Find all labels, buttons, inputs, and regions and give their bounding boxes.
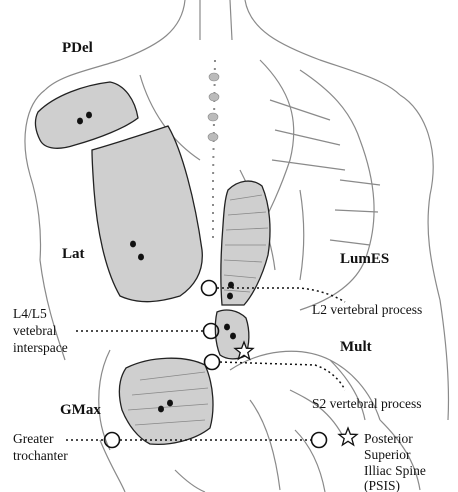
- lumes-label: LumES: [340, 251, 389, 267]
- star-icon: [339, 428, 357, 445]
- spinous-processes: [208, 73, 219, 141]
- greater-trochanter-label-line-1: Greater: [13, 431, 54, 446]
- l2-label: L2 vertebral process: [312, 302, 422, 317]
- l2-landmark-circle: [202, 281, 217, 296]
- greater-trochanter-label-line-2: trochanter: [13, 448, 68, 463]
- pdel-electrode: [77, 118, 83, 125]
- gmax-label: GMax: [60, 402, 101, 418]
- latissimus-dorsi-shape: [92, 126, 202, 302]
- psis-label-line-3: Illiac Spine: [364, 463, 426, 478]
- greater-trochanter-circle: [105, 433, 120, 448]
- pdel-label: PDel: [62, 40, 93, 56]
- highlighted-muscles: [36, 82, 270, 444]
- l4l5-label-line-3: interspace: [13, 340, 68, 355]
- mult-label: Mult: [340, 339, 372, 355]
- l4l5-label-line-1: L4/L5: [13, 306, 47, 321]
- gmax-electrode: [167, 400, 173, 407]
- psis-label-line-2: Superior: [364, 447, 411, 462]
- psis-label-line-1: Posterior: [364, 431, 413, 446]
- psis-label-line-4: (PSIS): [364, 478, 400, 492]
- mult-electrode: [224, 324, 230, 331]
- psis-circle: [312, 433, 327, 448]
- s2-landmark-circle: [205, 355, 220, 370]
- l4l5-label-line-2: vetebral: [13, 323, 57, 338]
- lat-electrode: [138, 254, 144, 261]
- lat-electrode: [130, 241, 136, 248]
- gluteus-maximus-shape: [119, 358, 213, 444]
- lat-label: Lat: [62, 246, 85, 262]
- pdel-electrode: [86, 112, 92, 119]
- s2-label: S2 vertebral process: [312, 396, 421, 411]
- mult-electrode: [230, 333, 236, 340]
- lumes-electrode: [227, 293, 233, 300]
- gmax-electrode: [158, 406, 164, 413]
